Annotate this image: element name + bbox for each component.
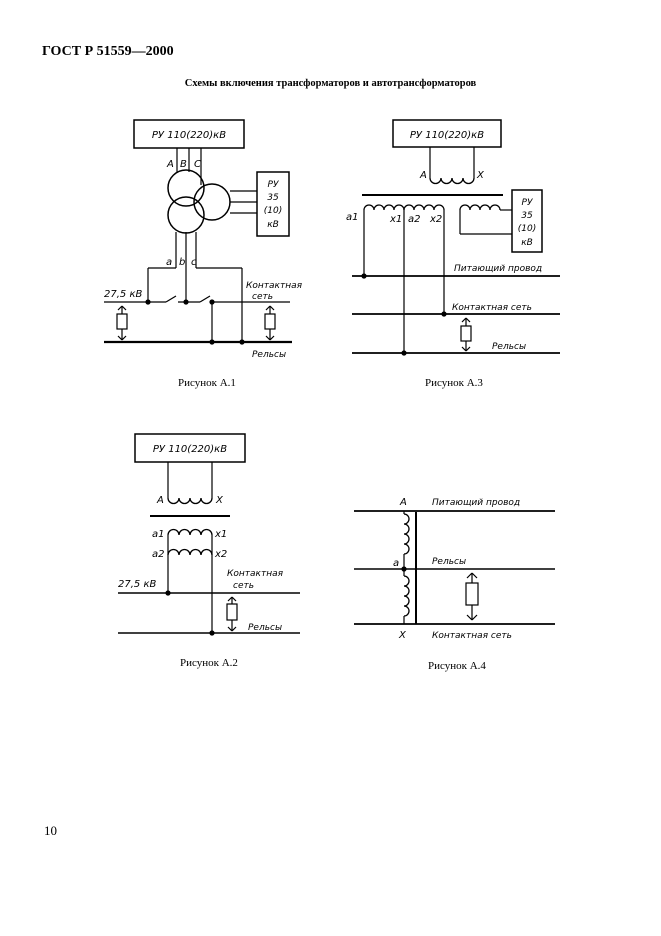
phase-a-small: a bbox=[166, 257, 172, 268]
term-x-upper: X bbox=[476, 170, 485, 181]
page-number: 10 bbox=[44, 823, 57, 838]
winding-primary bbox=[167, 169, 205, 207]
rails-label: Рельсы bbox=[248, 623, 282, 633]
ru-mv-label-2: 35 bbox=[521, 211, 533, 221]
phase-a-label: А bbox=[166, 159, 174, 170]
term-a1: a1 bbox=[346, 212, 359, 223]
ru-mv-label-2: 35 bbox=[267, 193, 279, 203]
ru-mv-label-3: (10) bbox=[264, 206, 282, 216]
phase-c-label: С bbox=[194, 159, 201, 170]
term-a1: a1 bbox=[152, 529, 165, 540]
voltage-label: 27,5 кВ bbox=[104, 289, 142, 300]
ru-mv-box bbox=[511, 189, 543, 253]
feeder-label: Питающий провод bbox=[454, 264, 542, 274]
term-x1: x1 bbox=[214, 529, 227, 540]
term-x1: x1 bbox=[389, 214, 402, 225]
term-x-lower: X bbox=[398, 630, 407, 641]
phase-b-small: b bbox=[179, 257, 185, 268]
ru-hv-label: РУ 110(220)кВ bbox=[153, 444, 227, 455]
feeder-label: Питающий провод bbox=[432, 498, 520, 508]
term-x-upper: X bbox=[215, 495, 224, 506]
figure-a4: А a X Питающий провод Рельсы Контактная … bbox=[354, 497, 555, 641]
figure-a3: РУ 110(220)кВ А X a1 x1 a2 x2 РУ 35 (10)… bbox=[346, 119, 560, 356]
ru-mv-label-4: кВ bbox=[521, 238, 533, 248]
term-x2: x2 bbox=[429, 214, 442, 225]
figure-a1: РУ 110(220)кВ А В С РУ 35 (10) кВ a b c bbox=[104, 119, 303, 360]
caption-a4: Рисунок А.4 bbox=[428, 660, 486, 672]
voltage-label: 27,5 кВ bbox=[118, 579, 156, 590]
contact-label: Контактная сеть bbox=[432, 631, 512, 641]
term-a-upper: А bbox=[399, 497, 407, 508]
ru-hv-box bbox=[134, 433, 246, 463]
term-a2: a2 bbox=[408, 214, 421, 225]
ru-hv-box bbox=[392, 119, 502, 148]
caption-a3: Рисунок А.3 bbox=[425, 377, 483, 389]
ru-mv-label-4: кВ bbox=[267, 220, 279, 230]
caption-a2: Рисунок А.2 bbox=[180, 657, 238, 669]
contact-label: Контактная сеть bbox=[452, 303, 532, 313]
phase-b-label: В bbox=[180, 159, 187, 170]
term-a-mid: a bbox=[393, 558, 399, 569]
term-a2: a2 bbox=[152, 549, 165, 560]
contact-line-label-1: Контактная bbox=[227, 569, 284, 579]
ru-mv-label-1: РУ bbox=[268, 180, 279, 190]
ru-mv-label-3: (10) bbox=[518, 224, 536, 234]
ru-hv-label: РУ 110(220)кВ bbox=[152, 130, 226, 141]
contact-line-label-2: сеть bbox=[252, 292, 273, 302]
term-x2: x2 bbox=[214, 549, 227, 560]
section-title: Схемы включения трансформаторов и автотр… bbox=[184, 78, 477, 89]
contact-line-label-2: сеть bbox=[233, 581, 254, 591]
caption-a1: Рисунок А.1 bbox=[178, 377, 236, 389]
ru-mv-box bbox=[256, 171, 290, 237]
phase-c-small: c bbox=[191, 257, 197, 268]
term-a-upper: А bbox=[419, 170, 427, 181]
rails-label: Рельсы bbox=[252, 350, 286, 360]
contact-line-label-1: Контактная bbox=[246, 281, 303, 291]
ru-hv-label: РУ 110(220)кВ bbox=[410, 130, 484, 141]
term-a-upper: А bbox=[156, 495, 164, 506]
document-code: ГОСТ Р 51559—2000 bbox=[42, 44, 174, 59]
rails-label: Рельсы bbox=[432, 557, 466, 567]
rails-label: Рельсы bbox=[492, 342, 526, 352]
figure-a2: РУ 110(220)кВ А X a1 x1 a2 x2 27,5 кВ Ко… bbox=[118, 433, 300, 636]
ru-mv-label-1: РУ bbox=[522, 198, 533, 208]
